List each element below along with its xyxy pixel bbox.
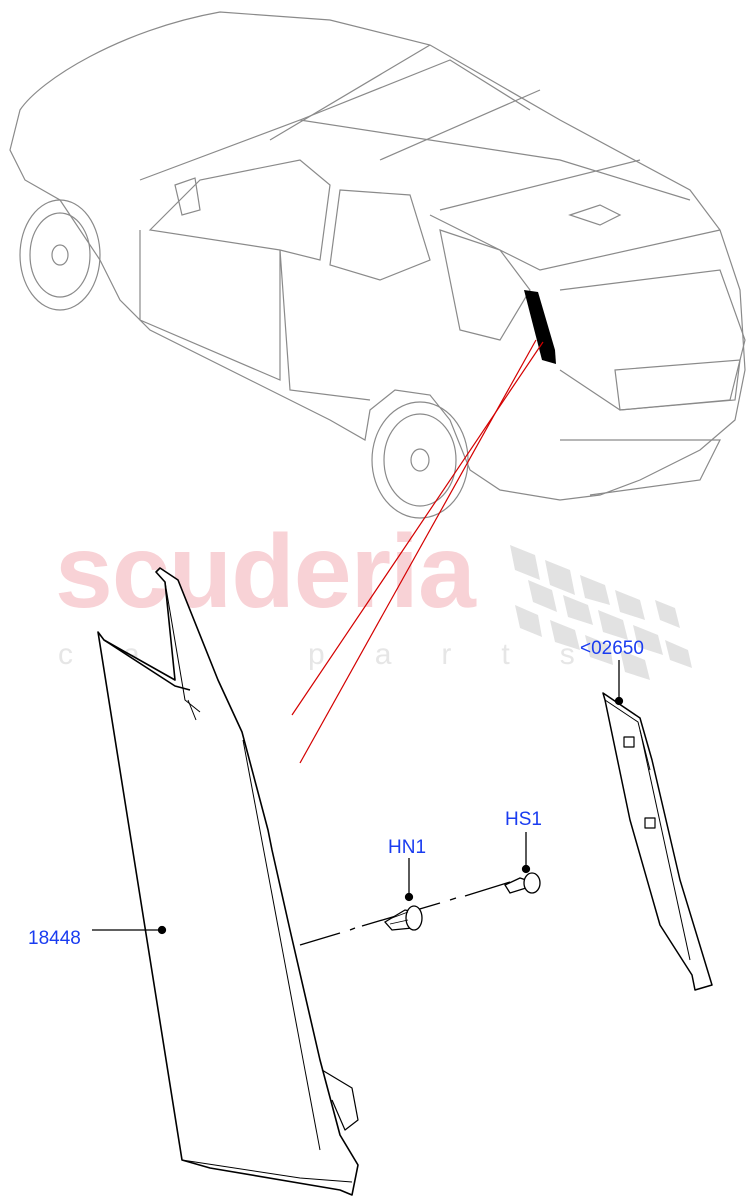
part-hn1-nut[interactable] [383,905,423,931]
part-02650-pillar-strip[interactable] [602,692,713,991]
vehicle-outline [9,11,746,519]
part-18448-trim-panel[interactable] [97,567,359,1196]
watermark-brand: scuderia [55,514,476,630]
callout-hs1[interactable]: HS1 [505,809,542,830]
leader-lines [291,339,544,764]
part-hs1-screw[interactable] [504,872,541,894]
highlighted-d-pillar [524,290,556,364]
callout-hn1[interactable]: HN1 [388,837,427,858]
checker-flag-watermark [510,545,692,680]
callout-18448[interactable]: 18448 [28,928,81,949]
callout-02650[interactable]: <02650 [580,638,644,659]
callout-leaders [92,660,624,935]
